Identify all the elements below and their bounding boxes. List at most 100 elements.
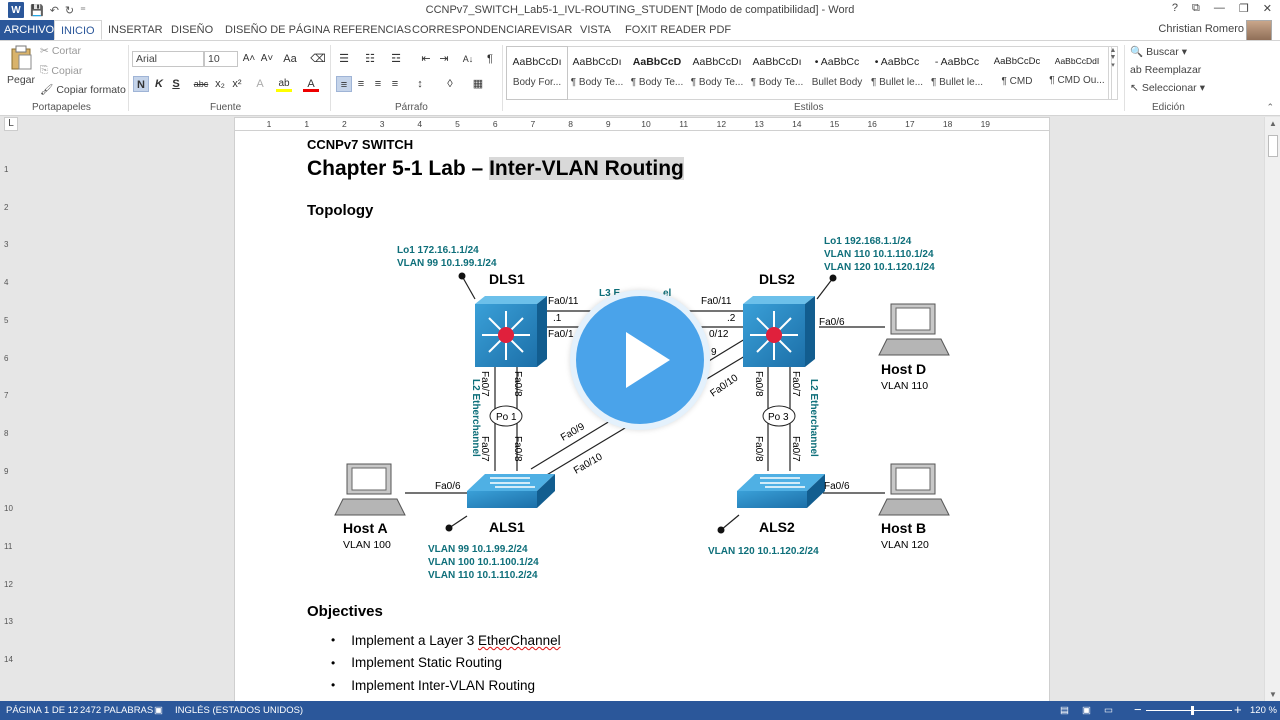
grow-font-button[interactable]: A˄ [242,53,256,64]
style-body-text-3[interactable]: AaBbCcDı¶ Body Te... [687,47,747,99]
tab-selector[interactable]: L [4,117,18,131]
format-painter-button[interactable]: 🖌Copiar formato [40,83,126,97]
proofing-icon[interactable]: ▣ [154,705,163,716]
superscript-button[interactable]: x² [232,78,242,90]
restore-button[interactable]: ❐ [1238,3,1249,15]
word-count[interactable]: 2472 PALABRAS [80,705,154,716]
video-play-button[interactable] [570,290,710,430]
style-cmd[interactable]: AaBbCcDc¶ CMD [987,47,1047,99]
zoom-in-button[interactable]: + [1234,702,1242,717]
select-button[interactable]: ↖Seleccionar▾ [1130,82,1205,94]
bold-button[interactable]: N [133,76,149,92]
borders-button[interactable]: ▦ [472,78,484,90]
cut-button[interactable]: ✂Cortar [40,45,81,57]
shrink-font-button[interactable]: A˅ [260,53,274,64]
tab-correspondencia[interactable]: CORRESPONDENCIA [412,24,525,36]
strikethrough-button[interactable]: abc [193,79,209,89]
tab-diseno[interactable]: DISEÑO [171,24,214,36]
underline-button[interactable]: S [172,78,180,90]
styles-scroll[interactable]: ▲▼▾ [1108,46,1118,100]
tab-diseno-pagina[interactable]: DISEÑO DE PÁGINA [225,24,331,36]
tab-revisar[interactable]: REVISAR [524,24,573,36]
tab-referencias[interactable]: REFERENCIAS [333,24,412,36]
tab-archivo[interactable]: ARCHIVO [0,20,59,40]
ruler-number: 9 [605,119,611,129]
more-styles-icon[interactable]: ▾ [1111,62,1115,69]
change-case-button[interactable]: Aa [283,53,297,65]
font-name-box[interactable]: Arial [132,51,204,67]
collapse-ribbon-icon[interactable]: ⌃ [1266,102,1274,112]
print-layout-icon[interactable]: ▣ [1082,705,1091,716]
sort-button[interactable]: A↓ [462,54,474,64]
font-color-button[interactable]: A [303,76,319,92]
shading-button[interactable]: ◊ [447,78,453,90]
window-title: CCNPv7_SWITCH_Lab5-1_IVL-ROUTING_STUDENT… [425,4,855,16]
close-button[interactable]: ✕ [1262,3,1272,15]
user-name[interactable]: Christian Romero [1158,23,1244,35]
customize-qat-icon[interactable]: ⁼ [80,4,86,17]
font-size-box[interactable]: 10 [204,51,238,67]
scrollbar-thumb[interactable] [1268,135,1278,157]
style-bullet-level-2[interactable]: - AaBbCc¶ Bullet le... [927,47,987,99]
copy-label: Copiar [51,64,83,77]
style-cmd-output[interactable]: AaBbCcDdI¶ CMD Ou... [1047,47,1107,99]
text-effects-button[interactable]: A [256,78,264,90]
subscript-button[interactable]: x₂ [215,78,225,90]
scroll-down-arrow-icon[interactable]: ▼ [1269,690,1277,699]
language[interactable]: INGLÉS (ESTADOS UNIDOS) [175,705,304,716]
scroll-up-arrow-icon[interactable]: ▲ [1269,119,1277,128]
copy-button[interactable]: ⎘Copiar [40,64,82,77]
line-spacing-button[interactable]: ↕ [417,78,423,90]
tab-vista[interactable]: VISTA [580,24,611,36]
zoom-out-button[interactable]: − [1134,702,1142,717]
scroll-up-icon[interactable]: ▲ [1109,47,1117,54]
paste-label: Pegar [6,74,36,86]
clear-format-icon[interactable]: ⌫ [310,53,326,65]
paste-button[interactable]: Pegar [6,45,36,99]
tab-foxit[interactable]: FOXIT READER PDF [625,24,732,36]
style-name: Body For... [512,77,562,88]
align-center-button[interactable]: ≡ [357,78,365,90]
objective-misspelled[interactable]: EtherChannel [478,632,561,648]
style-bullet-level-1[interactable]: • AaBbCc¶ Bullet le... [867,47,927,99]
tab-inicio[interactable]: INICIO [54,20,102,40]
tab-insertar[interactable]: INSERTAR [108,24,163,36]
justify-button[interactable]: ≡ [391,78,399,90]
show-marks-button[interactable]: ¶ [487,53,493,65]
zoom-slider-thumb[interactable] [1190,706,1194,715]
scroll-down-icon[interactable]: ▼ [1109,54,1117,61]
style-body-text-1[interactable]: AaBbCcDı¶ Body Te... [567,47,627,99]
highlight-button[interactable]: ab [276,76,292,92]
bullets-button[interactable]: ☰ [339,53,349,65]
read-mode-icon[interactable]: ▤ [1060,705,1069,716]
align-left-button[interactable]: ≡ [336,76,352,92]
chapter-selection[interactable]: Inter-VLAN Routing [489,157,684,180]
save-icon[interactable]: 💾 [30,4,44,17]
page-count[interactable]: PÁGINA 1 DE 12 [6,705,79,716]
als2-loopback-dot [717,526,725,534]
redo-icon[interactable]: ↻ [64,4,75,17]
italic-button[interactable]: K [155,78,163,90]
numbering-button[interactable]: ☷ [365,53,375,65]
minimize-button[interactable]: — [1213,2,1225,14]
align-right-button[interactable]: ≡ [374,78,382,90]
help-button[interactable]: ? [1171,2,1179,14]
ribbon-display-button[interactable]: ⧉ [1192,2,1200,14]
vertical-scrollbar[interactable]: ▲ ▼ [1264,117,1280,701]
undo-icon[interactable]: ↶ [49,4,59,17]
style-body-text-4[interactable]: AaBbCcDı¶ Body Te... [747,47,807,99]
find-button[interactable]: 🔍Buscar▾ [1130,45,1187,59]
increase-indent-button[interactable]: ⇥ [439,53,449,65]
multilevel-list-button[interactable]: ☲ [391,53,401,65]
find-label: Buscar [1146,45,1179,58]
web-layout-icon[interactable]: ▭ [1104,705,1113,716]
zoom-level[interactable]: 120 % [1250,705,1277,716]
decrease-indent-button[interactable]: ⇤ [421,53,431,65]
zoom-slider[interactable] [1146,710,1232,711]
style-body-text-2[interactable]: AaBbCcD¶ Body Te... [627,47,687,99]
